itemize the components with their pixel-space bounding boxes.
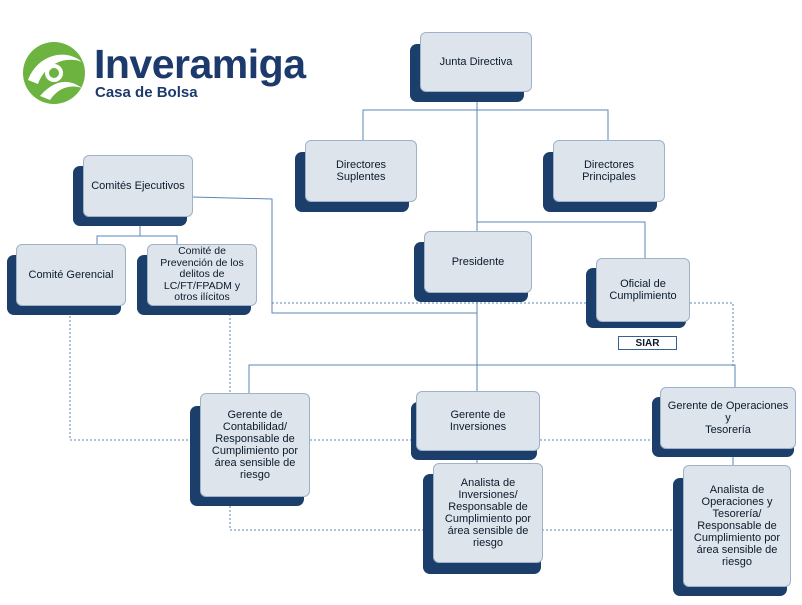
node-label: Comité Gerencial — [28, 269, 114, 281]
node-label: Gerente de Operaciones y Tesorería — [667, 400, 789, 436]
line-to-oficial — [477, 221, 646, 258]
node-label: Directores Principales — [582, 159, 636, 183]
node-label: Analista de Inversiones/ Responsable de … — [444, 477, 532, 549]
line-comite-prevencion — [140, 235, 178, 246]
siar-label: SIAR — [618, 336, 677, 350]
line-comites-to-main — [191, 196, 477, 314]
node-label: Directores Suplentes — [335, 159, 387, 183]
node-label: Presidente — [451, 256, 505, 268]
line-directors-bus — [362, 109, 609, 150]
line-comite-gerencial — [96, 218, 141, 246]
node-label: Analista de Operaciones y Tesorería/ Res… — [693, 484, 781, 568]
dashed-prevencion — [229, 306, 425, 531]
logo-mark-icon — [23, 42, 85, 104]
node-label: Comité de Prevención de los delitos de L… — [160, 245, 244, 304]
dashed-gerencial — [69, 312, 192, 441]
logo-subtitle: Casa de Bolsa — [95, 84, 198, 101]
line-gerentes-bus — [248, 364, 736, 395]
node-label: Oficial de Cumplimiento — [609, 278, 677, 302]
company-logo: Inveramiga Casa de Bolsa — [20, 40, 332, 106]
node-label: Junta Directiva — [439, 56, 513, 68]
dashed-oficial-right — [690, 302, 734, 366]
node-label: Gerente de Contabilidad/ Responsable de … — [211, 409, 299, 481]
node-label: Comités Ejecutivos — [91, 180, 185, 192]
logo-name: Inveramiga — [94, 41, 306, 87]
node-label: Gerente de Inversiones — [449, 409, 507, 433]
